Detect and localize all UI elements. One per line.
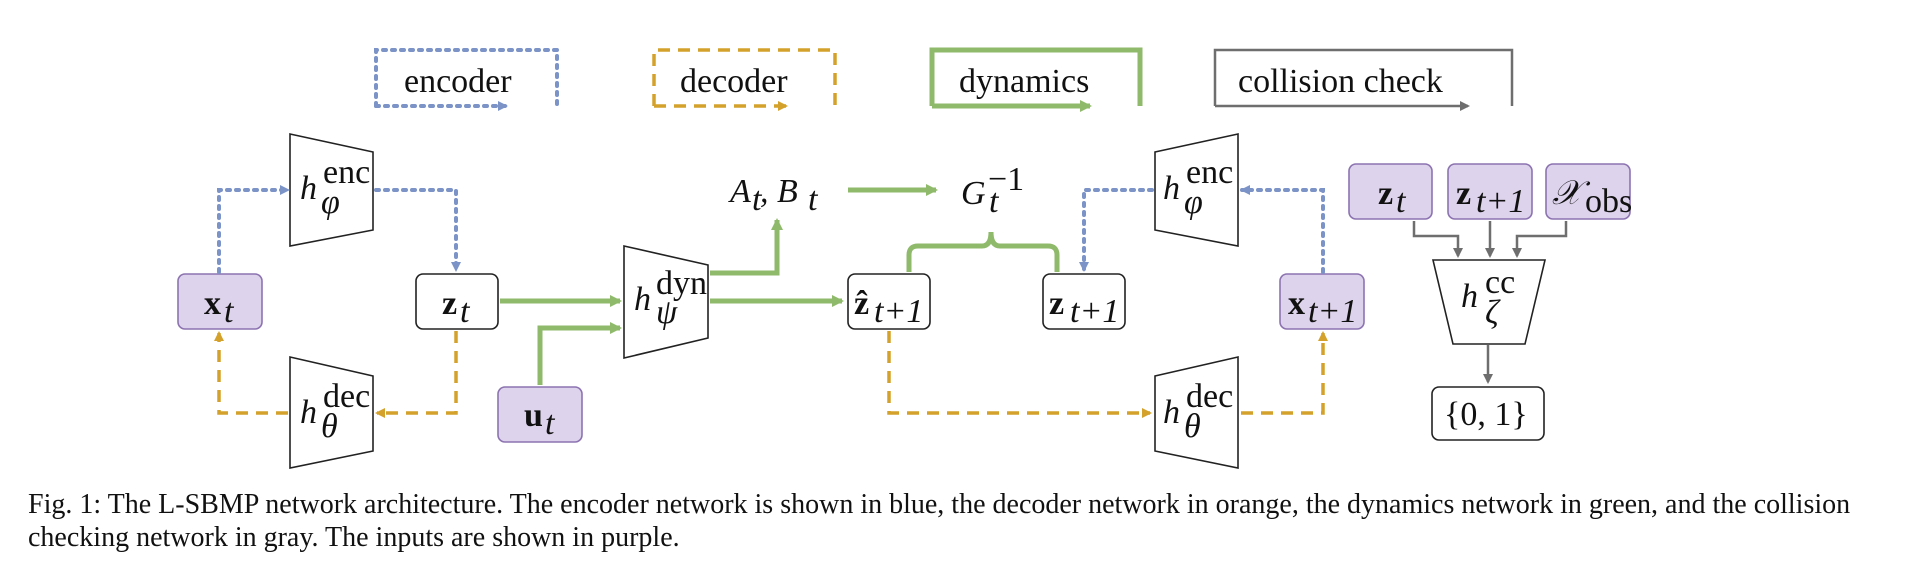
svg-text:cc: cc (1485, 264, 1515, 301)
svg-text:dec: dec (323, 378, 370, 415)
svg-text:obs: obs (1585, 183, 1632, 220)
svg-text:t: t (224, 293, 235, 330)
svg-text:z: z (1049, 285, 1064, 322)
cc-input-x-obs: 𝒳 obs (1545, 163, 1632, 220)
svg-text:, B: , B (760, 173, 798, 210)
decoder-arrows-left (214, 331, 458, 418)
legend-dynamics: dynamics (929, 47, 1143, 112)
decoder-block-right: h dec θ (1154, 355, 1239, 469)
svg-text:x: x (204, 285, 221, 322)
node-z-next: z t+1 (1042, 273, 1126, 330)
cc-input-z-t: z t (1348, 163, 1433, 220)
dynamics-arrows (500, 184, 1060, 385)
svg-text:ψ: ψ (656, 294, 678, 331)
g-inverse-label: G −1 t (961, 161, 1024, 220)
svg-text:h: h (1163, 394, 1180, 431)
cc-output: {0, 1} (1431, 386, 1545, 441)
legend-dynamics-label: dynamics (959, 63, 1089, 100)
svg-text:θ: θ (1184, 408, 1201, 445)
svg-text:t+1: t+1 (874, 293, 923, 330)
svg-text:t: t (460, 293, 471, 330)
svg-text:θ: θ (321, 408, 338, 445)
cc-block: h cc ζ (1431, 259, 1547, 345)
svg-text:h: h (1461, 278, 1478, 315)
cc-arrows (1412, 221, 1568, 384)
node-x-next: x t+1 (1279, 273, 1365, 330)
svg-text:−1: −1 (988, 161, 1024, 198)
svg-text:A: A (728, 173, 751, 210)
node-u-t: u t (497, 386, 583, 443)
encoder-arrows-right (1079, 185, 1325, 274)
ab-label: A t , B t (728, 173, 819, 218)
svg-text:t+1: t+1 (1476, 183, 1525, 220)
encoder-arrows-left (217, 185, 461, 274)
cc-input-z-next: z t+1 (1447, 163, 1533, 220)
svg-text:t+1: t+1 (1308, 293, 1357, 330)
legend-encoder-label: encoder (404, 63, 512, 100)
encoder-block-right: h enc φ (1154, 133, 1239, 247)
node-z-t: z t (415, 273, 499, 330)
svg-text:enc: enc (1186, 154, 1233, 191)
svg-text:t: t (545, 405, 556, 442)
svg-text:dyn: dyn (656, 265, 707, 302)
svg-text:x: x (1288, 285, 1305, 322)
legend-decoder-label: decoder (680, 63, 788, 100)
svg-text:enc: enc (323, 154, 370, 191)
legend: encoder decoder dynamics collision check (374, 47, 1514, 112)
legend-collision-label: collision check (1238, 63, 1443, 100)
decoder-block-left: h dec θ (289, 355, 374, 469)
svg-text:ẑ: ẑ (854, 285, 869, 322)
node-x-t: x t (177, 273, 263, 330)
figure-caption: Fig. 1: The L-SBMP network architecture.… (28, 489, 1851, 553)
svg-text:t: t (752, 181, 763, 218)
svg-text:u: u (524, 397, 543, 434)
dynamics-block: h dyn ψ (623, 244, 709, 360)
svg-text:t+1: t+1 (1070, 293, 1119, 330)
svg-text:{0, 1}: {0, 1} (1444, 396, 1528, 433)
svg-text:ζ: ζ (1485, 294, 1501, 331)
legend-collision: collision check (1213, 48, 1514, 111)
svg-text:z: z (1378, 175, 1393, 212)
svg-text:h: h (1163, 170, 1180, 207)
svg-text:φ: φ (1184, 184, 1203, 221)
svg-text:h: h (300, 170, 317, 207)
svg-text:h: h (634, 281, 651, 318)
svg-text:t: t (808, 181, 819, 218)
svg-text:dec: dec (1186, 378, 1233, 415)
legend-decoder: decoder (652, 48, 837, 111)
decoder-arrows-right (887, 331, 1328, 418)
svg-text:G: G (961, 175, 986, 212)
node-zhat-next: ẑ t+1 (847, 273, 931, 330)
svg-text:φ: φ (321, 184, 340, 221)
legend-encoder: encoder (374, 48, 559, 111)
svg-text:z: z (1456, 175, 1471, 212)
svg-text:z: z (442, 285, 457, 322)
svg-text:h: h (300, 394, 317, 431)
svg-text:t: t (1396, 183, 1407, 220)
architecture-diagram: encoder decoder dynamics collision check… (177, 47, 1632, 469)
encoder-block-left: h enc φ (289, 133, 374, 247)
svg-text:t: t (989, 183, 1000, 220)
